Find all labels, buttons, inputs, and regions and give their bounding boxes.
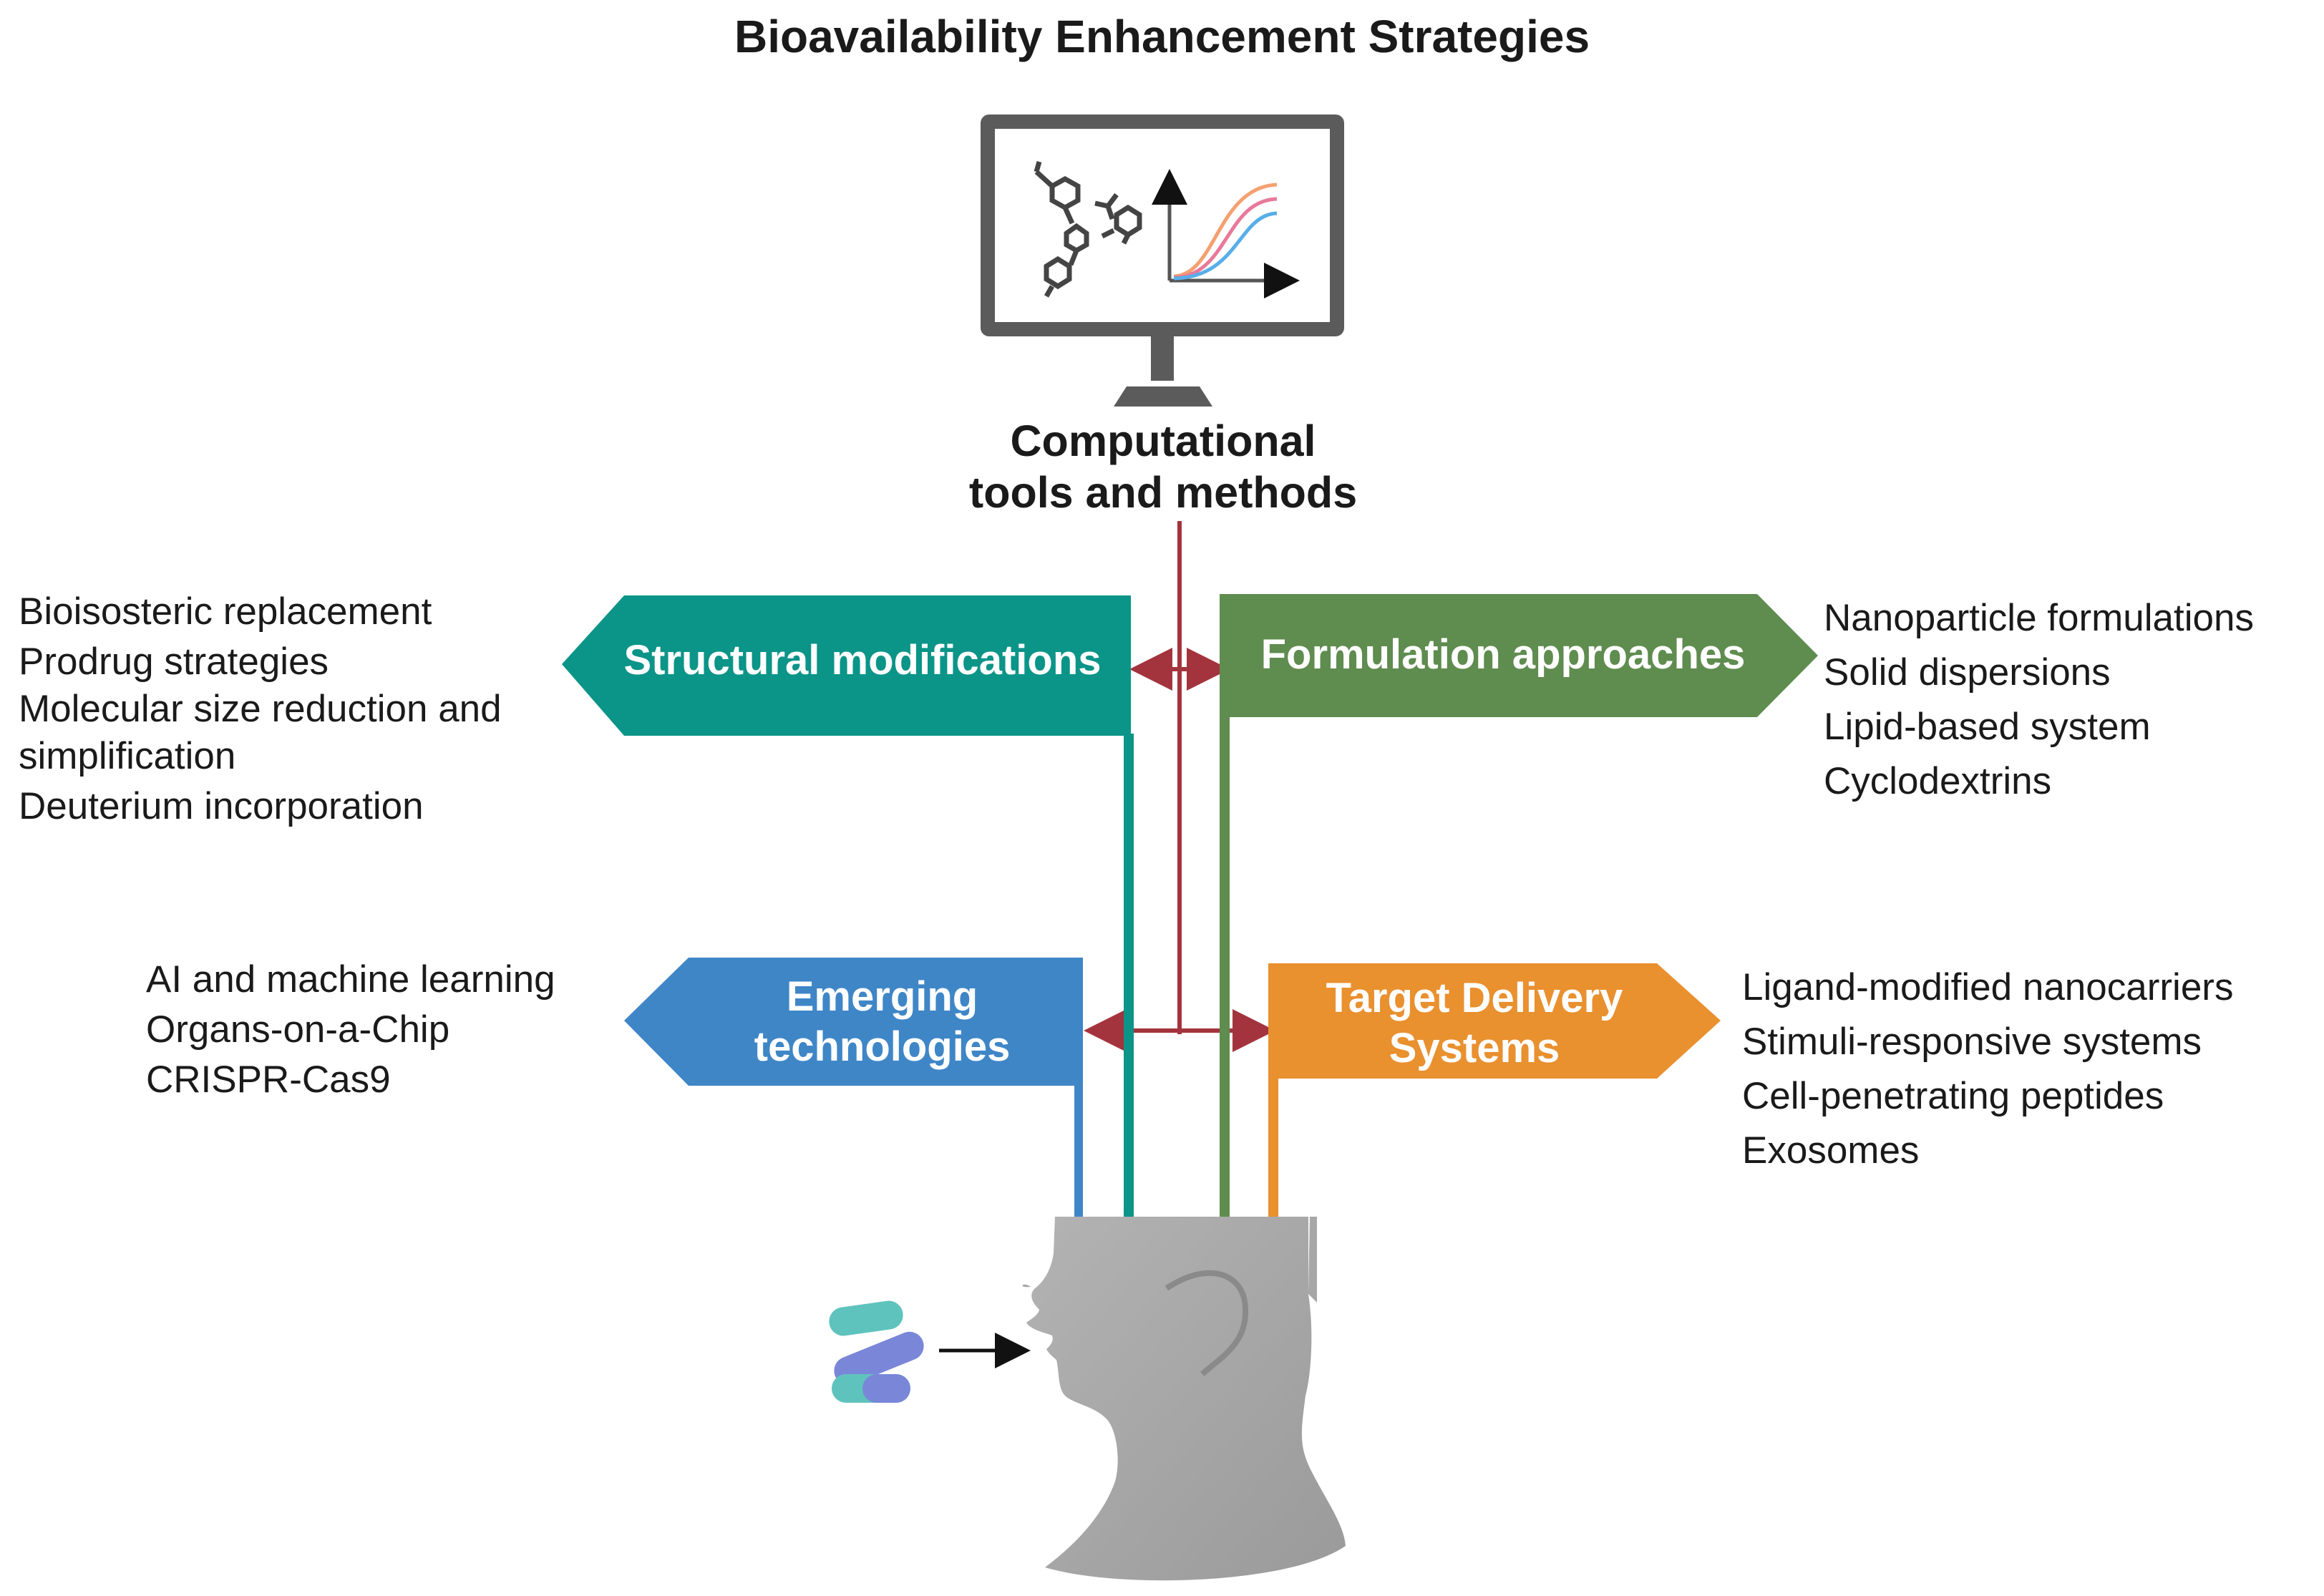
list-item: Cyclodextrins [1824,760,2052,802]
central-connector [1084,521,1275,1052]
list-item: Molecular size reduction and [19,688,502,730]
human-head-icon [1022,1217,1346,1581]
list-item: Nanoparticle formulations [1824,597,2254,639]
dose-response-chart-icon [1152,169,1300,298]
emerging-label-line1: Emerging [786,973,978,1020]
list-item: CRISPR-Cas9 [146,1059,391,1101]
structural-pole [1124,734,1134,1224]
computer-monitor-icon [981,115,1344,407]
list-item: Organs-on-a-Chip [146,1008,450,1051]
computational-label-line2: tools and methods [968,468,1358,517]
structural-list: Bioisosteric replacement Prodrug strateg… [19,587,502,832]
formulation-sign [1220,594,1818,717]
formulation-list: Nanoparticle formulations Solid dispersi… [1824,591,2254,809]
diagram-title: Bioavailability Enhancement Strategies [734,11,1590,62]
capsule-pills-icon [829,1300,924,1403]
emerging-sign-label: Emerging technologies [687,963,1077,1081]
list-item: Deuterium incorporation [19,785,424,827]
emerging-label-line2: technologies [754,1023,1011,1070]
emerging-list: AI and machine learning Organs-on-a-Chip… [146,955,555,1105]
list-item: Ligand-modified nanocarriers [1742,966,2234,1008]
list-item: Prodrug strategies [19,641,329,683]
list-item: AI and machine learning [146,958,555,1001]
list-item: Cell-penetrating peptides [1742,1075,2164,1117]
list-item: Stimuli-responsive systems [1742,1021,2202,1063]
target-list: Ligand-modified nanocarriers Stimuli-res… [1742,960,2233,1178]
structural-sign [562,595,1131,736]
formulation-sign-label: Formulation approaches [1260,631,1746,678]
emerging-sign [624,958,1083,1086]
target-sign-label: Target Delivery Systems [1274,966,1675,1081]
target-sign [1268,963,1721,1079]
emerging-pole [1074,1084,1083,1224]
computational-tools-label: Computational tools and methods [905,415,1421,518]
target-label-line1: Target Delivery [1326,975,1623,1021]
target-label-line2: Systems [1389,1025,1560,1071]
target-pole [1268,1077,1278,1224]
molecule-icon [1034,161,1142,298]
list-item: Solid dispersions [1824,651,2111,694]
computational-label-line1: Computational [1010,417,1316,465]
structural-sign-label: Structural modifications [623,637,1102,683]
list-item: Bioisosteric replacement [19,590,432,633]
list-item: Exosomes [1742,1129,1920,1172]
list-item: simplification [19,735,236,777]
formulation-pole [1220,712,1230,1224]
list-item: Lipid-based system [1824,706,2151,748]
